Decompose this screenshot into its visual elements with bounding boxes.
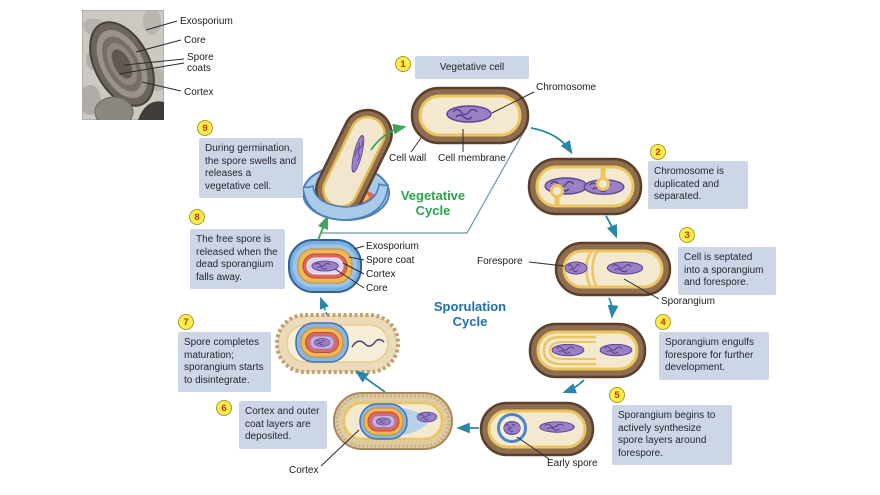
arrow-step7-to-step8 (319, 296, 329, 316)
arrow-step2-to-step3 (605, 215, 618, 239)
callout-step-9: During germination, the spore swells and… (199, 138, 303, 198)
arrow-germination-to-vegetative (370, 123, 407, 151)
vegetative-cycle-title: Vegetative Cycle (400, 188, 466, 218)
cell-step3-septated (554, 241, 672, 297)
callout-step-1: Vegetative cell (415, 56, 529, 79)
step-badge-2: 2 (650, 144, 666, 160)
micrograph-label-exosporium: Exosporium (180, 16, 233, 27)
step-badge-4: 4 (655, 314, 671, 330)
label-spore-exosporium: Exosporium (366, 241, 419, 252)
callout-step-8: The free spore is released when the dead… (190, 229, 285, 289)
step-badge-7: 7 (178, 314, 194, 330)
cell-step6-cortex-deposited (333, 392, 453, 450)
label-leader-lines (320, 91, 660, 467)
cell-step9-germination (302, 108, 393, 221)
label-early-spore: Early spore (547, 458, 598, 469)
arrow-step1-to-step2 (530, 127, 573, 155)
arrow-step3-to-step4 (607, 297, 619, 319)
step-badge-3: 3 (679, 227, 695, 243)
step-badge-5: 5 (609, 387, 625, 403)
step-badge-8: 8 (189, 209, 205, 225)
sporulation-cycle-title: Sporulation Cycle (433, 299, 507, 329)
micrograph-label-cortex: Cortex (184, 87, 214, 98)
label-cell-wall: Cell wall (389, 153, 427, 164)
callout-step-5: Sporangium begins to actively synthesize… (612, 405, 732, 465)
cell-step5-early-spore (479, 401, 595, 457)
callout-step-7: Spore completes maturation; sporangium s… (178, 332, 271, 392)
label-chromosome: Chromosome (536, 82, 597, 93)
label-spore-core: Core (366, 283, 388, 294)
callout-step-4: Sporangium engulfs forespore for further… (659, 332, 769, 380)
label-sporangium: Sporangium (661, 296, 715, 307)
cell-step7-maturation (275, 313, 400, 374)
callout-step-3: Cell is septated into a sporangium and f… (678, 247, 776, 295)
label-cortex-bottom: Cortex (289, 465, 319, 476)
cycle-arrows (317, 123, 619, 434)
micrograph-label-spore-coats: Spore coats (187, 52, 214, 74)
cell-step1-vegetative (410, 86, 530, 145)
label-spore-cortex: Cortex (366, 269, 396, 280)
step-badge-9: 9 (197, 120, 213, 136)
cell-step2-duplicated (527, 157, 643, 216)
callout-step-2: Chromosome is duplicated and separated. (648, 161, 748, 209)
micrograph-label-core: Core (184, 35, 206, 46)
cell-step4-engulfing (528, 322, 647, 379)
micrograph-leader-lines (118, 20, 185, 92)
label-cell-membrane: Cell membrane (438, 153, 506, 164)
label-forespore: Forespore (477, 256, 523, 267)
step-badge-1: 1 (395, 56, 411, 72)
cell-step8-free-spore (288, 239, 362, 293)
callout-step-6: Cortex and outer coat layers are deposit… (239, 401, 327, 449)
arrow-step6-to-step7 (354, 370, 386, 393)
step-badge-6: 6 (216, 400, 232, 416)
arrow-step4-to-step5 (562, 379, 585, 394)
label-spore-coat: Spore coat (366, 255, 415, 266)
cycle-divider-line (322, 125, 528, 234)
arrow-spore-to-germination (317, 215, 329, 241)
